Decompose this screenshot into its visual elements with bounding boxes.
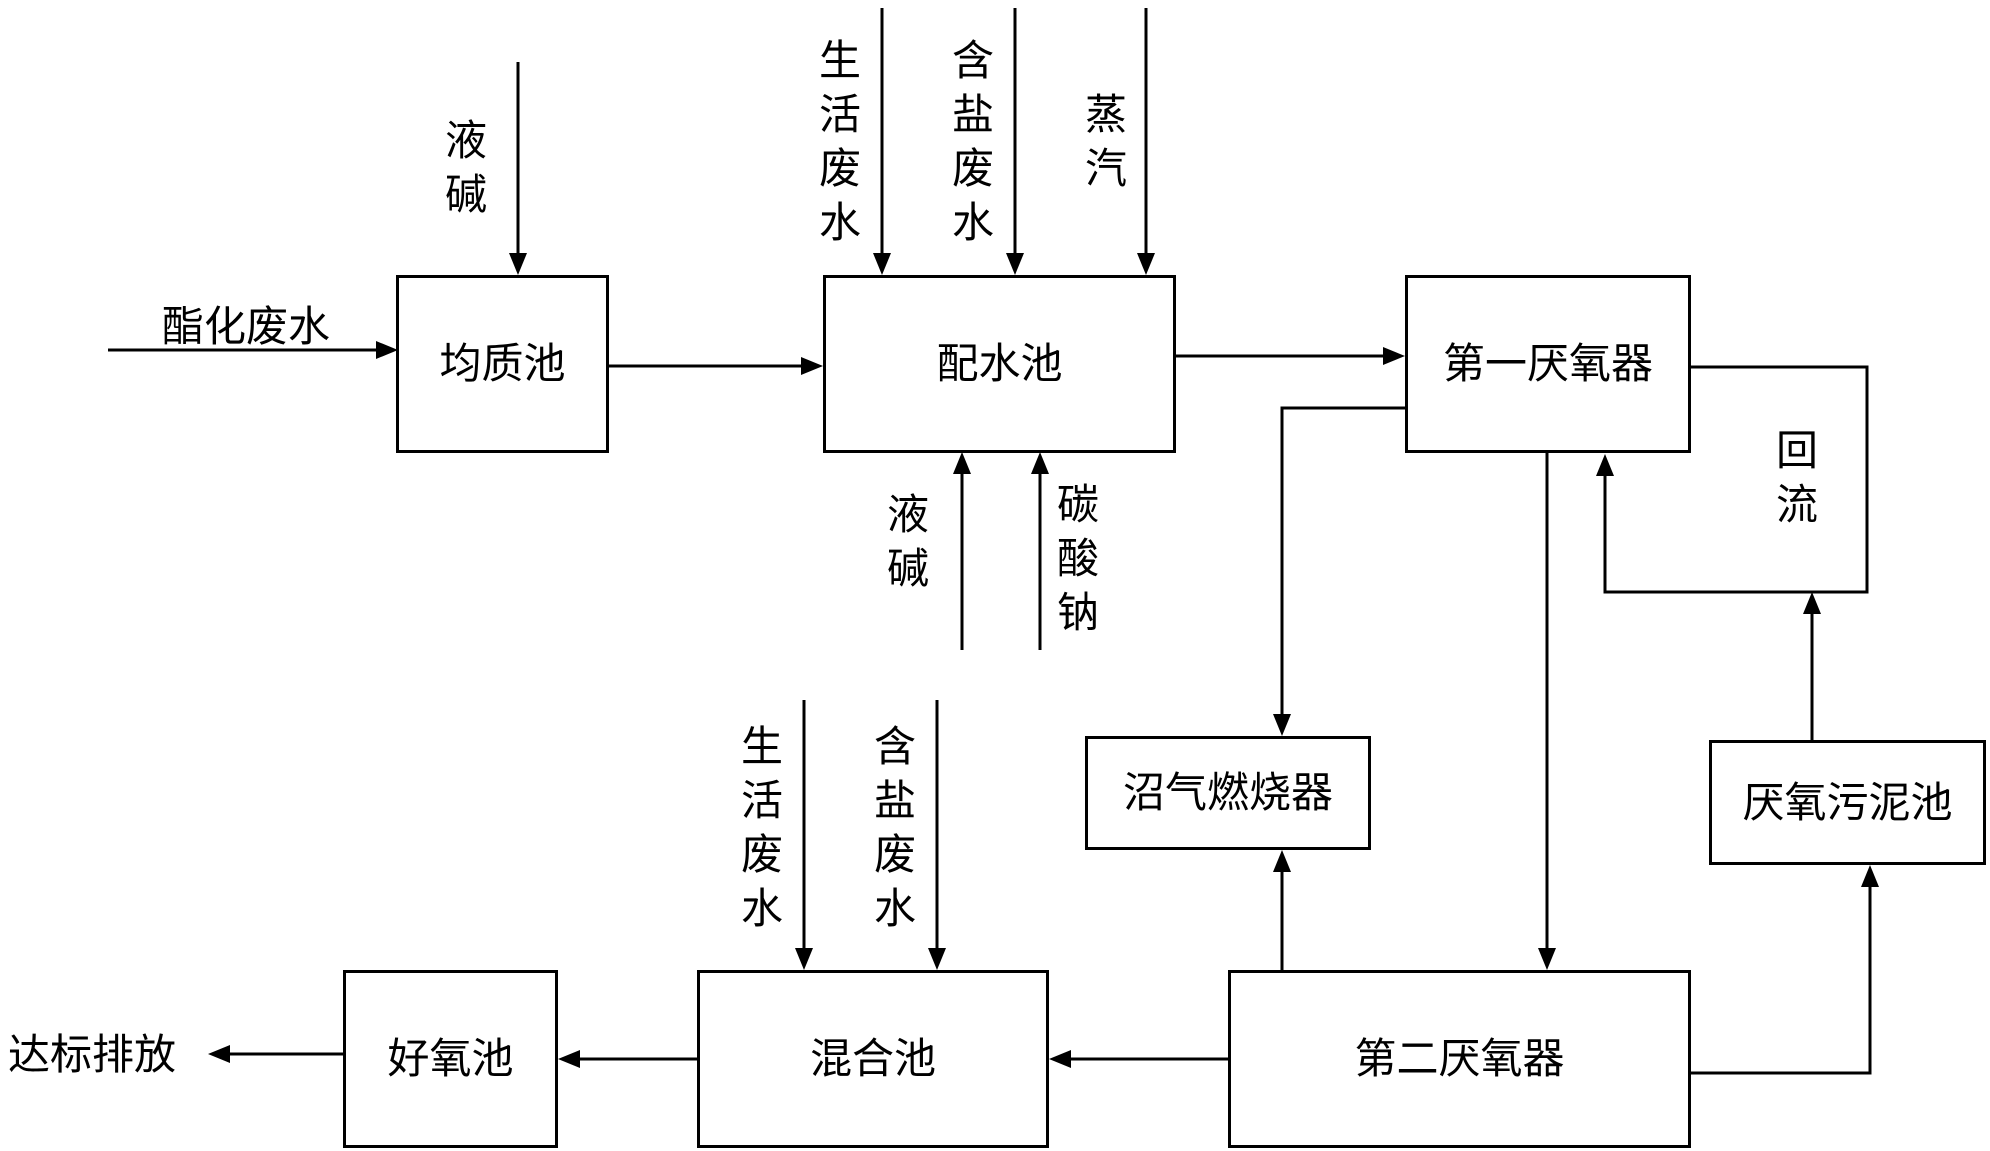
anaerobic-2-box: 第二厌氧器 xyxy=(1228,970,1691,1148)
reflux-label: 回流 xyxy=(1775,426,1818,529)
sodium-carbonate-label: 碳酸钠 xyxy=(1056,480,1099,637)
biogas-burner-label: 沼气燃烧器 xyxy=(1122,768,1333,817)
arrowhead xyxy=(1803,592,1821,614)
arrowhead xyxy=(1049,1050,1071,1068)
arrowhead xyxy=(1538,948,1556,970)
arrowhead xyxy=(928,948,946,970)
arrowhead xyxy=(795,948,813,970)
esterification-wastewater-label: 酯化废水 xyxy=(162,302,331,351)
anaerobic-sludge-label: 厌氧污泥池 xyxy=(1742,777,1953,827)
domestic-wastewater-top-label: 生活废水 xyxy=(818,36,861,247)
arrowhead xyxy=(1383,347,1405,365)
arrowhead xyxy=(1596,454,1614,476)
arrowhead xyxy=(1861,865,1879,887)
homogenizer-label: 均质池 xyxy=(439,339,566,388)
arrowhead xyxy=(1273,714,1291,736)
arrowhead xyxy=(1137,253,1155,275)
arrowhead xyxy=(558,1050,580,1068)
anaerobic-1-box: 第一厌氧器 xyxy=(1405,275,1691,453)
arrow-anaerobic-2-to-sludge xyxy=(1691,885,1872,1075)
saline-wastewater-top-label: 含盐废水 xyxy=(951,36,994,247)
mixing-water-label: 配水池 xyxy=(936,339,1063,388)
mixing-pool-box: 混合池 xyxy=(697,970,1049,1148)
liquid-alkali-top-label: 液碱 xyxy=(444,116,487,219)
domestic-wastewater-bottom-label: 生活废水 xyxy=(740,722,783,933)
arrow-anaerobic-1-to-burner xyxy=(1280,406,1405,716)
arrowhead xyxy=(376,341,398,359)
homogenizer-box: 均质池 xyxy=(396,275,609,453)
saline-wastewater-bottom-label: 含盐废水 xyxy=(873,722,916,933)
steam-label: 蒸汽 xyxy=(1084,90,1127,193)
arrowhead xyxy=(1031,452,1049,474)
arrowhead xyxy=(509,253,527,275)
arrowhead xyxy=(1006,253,1024,275)
biogas-burner-box: 沼气燃烧器 xyxy=(1085,736,1371,850)
aerobic-pool-box: 好氧池 xyxy=(343,970,558,1148)
arrowhead xyxy=(873,253,891,275)
arrowhead xyxy=(208,1045,230,1063)
anaerobic-2-label: 第二厌氧器 xyxy=(1354,1034,1565,1083)
reflux-line-top xyxy=(1603,365,1869,594)
anaerobic-1-label: 第一厌氧器 xyxy=(1442,339,1653,388)
arrowhead xyxy=(953,452,971,474)
discharge-label: 达标排放 xyxy=(8,1030,177,1079)
anaerobic-sludge-box: 厌氧污泥池 xyxy=(1709,740,1986,865)
arrowhead xyxy=(1273,850,1291,872)
aerobic-pool-label: 好氧池 xyxy=(387,1034,514,1083)
liquid-alkali-bottom-label: 液碱 xyxy=(886,490,929,593)
mixing-pool-label: 混合池 xyxy=(809,1034,936,1083)
arrowhead xyxy=(801,357,823,375)
mixing-water-box: 配水池 xyxy=(823,275,1176,453)
